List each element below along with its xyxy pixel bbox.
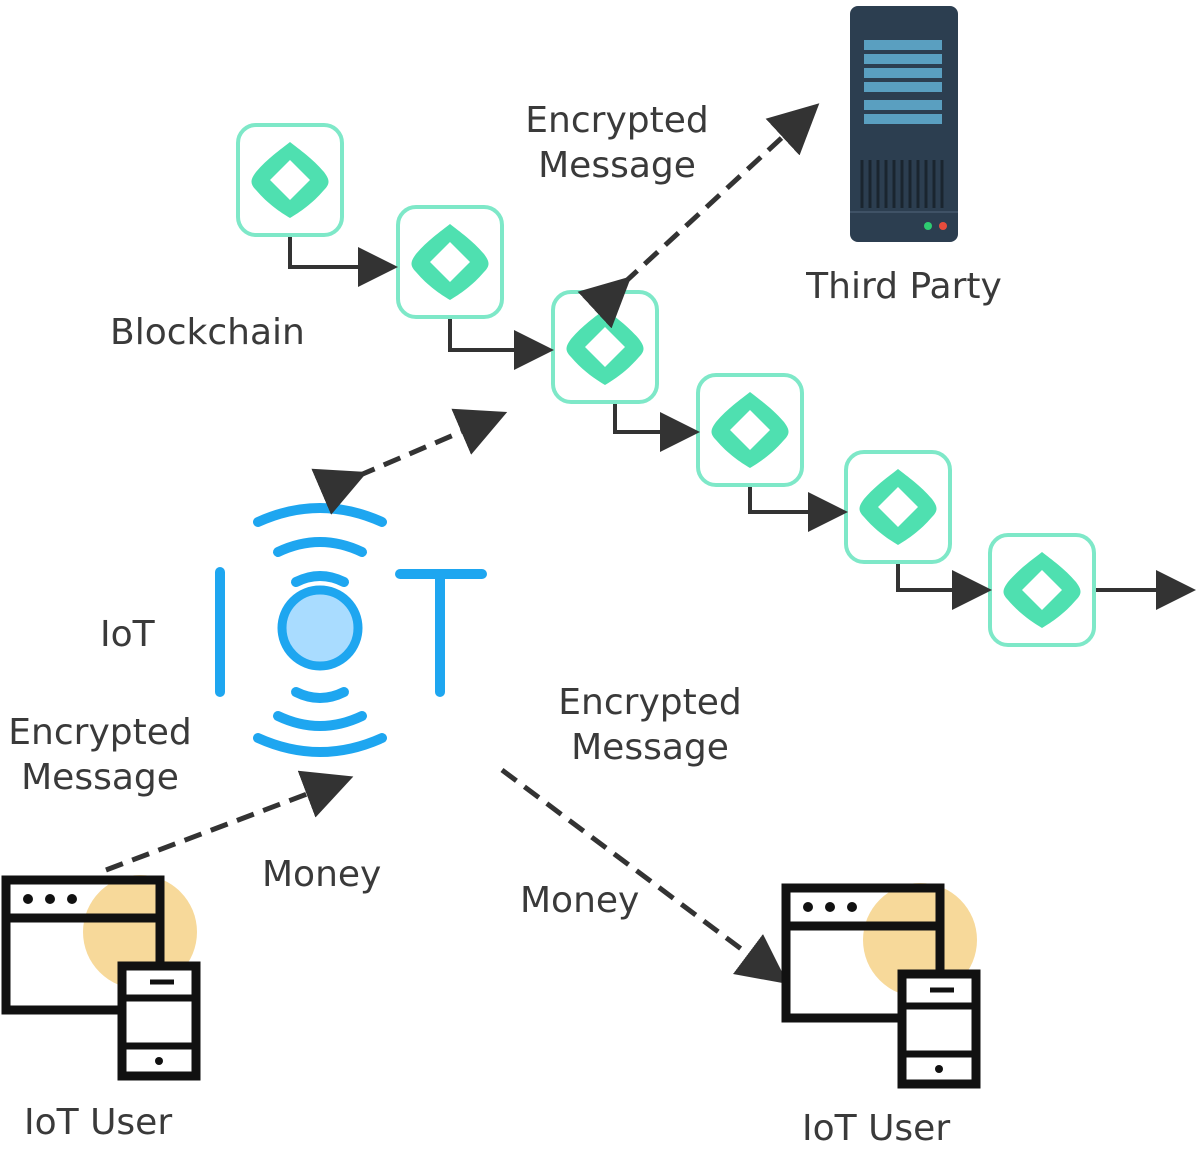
iot-user-right-label: IoT User: [802, 1108, 951, 1149]
left-message-line2: Message: [21, 757, 179, 798]
block-5: [844, 450, 952, 564]
message-arrows: [105, 103, 820, 984]
block-4: [696, 373, 804, 487]
iot-user-left-label: IoT User: [24, 1102, 173, 1143]
chain-connectors: [288, 237, 1196, 610]
top-message-line1: Encrypted: [525, 100, 709, 141]
blockchain-label: Blockchain: [110, 312, 305, 353]
server-icon: [850, 6, 958, 242]
top-message-line2: Message: [538, 145, 696, 186]
third-party-label: Third Party: [806, 266, 1002, 307]
left-message-label: Encrypted Message: [8, 710, 191, 800]
money-left-label: Money: [262, 854, 382, 895]
right-message-label: Encrypted Message: [558, 680, 741, 770]
block-6: [988, 533, 1096, 647]
right-message-line2: Message: [571, 727, 729, 768]
left-message-line1: Encrypted: [8, 712, 192, 753]
right-message-line1: Encrypted: [558, 682, 742, 723]
iot-user-right-icon: [786, 883, 977, 1084]
money-right-label: Money: [520, 880, 640, 921]
block-1: [236, 123, 344, 237]
block-3: [551, 290, 659, 404]
block-2: [396, 205, 504, 319]
iot-user-left-icon: [6, 875, 197, 1076]
iot-logo-icon: [215, 503, 487, 757]
iot-label: IoT: [100, 614, 155, 655]
top-message-label: Encrypted Message: [525, 98, 708, 188]
